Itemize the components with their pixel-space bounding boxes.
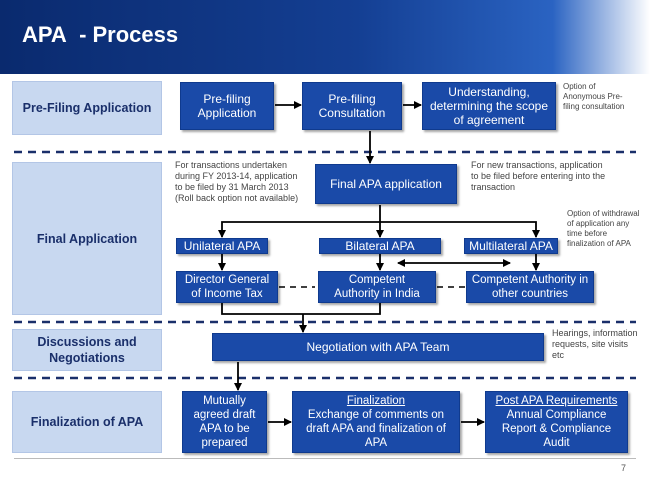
box-director-general: Director General of Income Tax — [176, 271, 278, 303]
box-multilateral-apa-label: Multilateral APA — [469, 239, 553, 253]
box-competent-authority-other-label: Competent Authority in other countries — [471, 274, 589, 300]
slide-header — [0, 0, 650, 74]
stage-discussions-label: Discussions and Negotiations — [37, 335, 137, 365]
box-post-apa-body: Annual Compliance Report & Compliance Au… — [501, 409, 612, 449]
box-understanding: Understanding, determining the scope of … — [422, 82, 556, 130]
box-finalization-title: Finalization — [346, 395, 406, 407]
box-competent-authority-other: Competent Authority in other countries — [466, 271, 594, 303]
note-withdrawal: Option of withdrawal of application any … — [567, 209, 640, 248]
stage-finalization: Finalization of APA — [12, 391, 162, 453]
box-understanding-label: Understanding, determining the scope of … — [429, 85, 549, 127]
note-new-transactions: For new transactions, application to be … — [471, 160, 606, 192]
title-sub: - Process — [79, 22, 179, 47]
box-competent-authority-india: Competent Authority in India — [318, 271, 436, 303]
box-prefiling-application: Pre-filing Application — [180, 82, 274, 130]
box-director-general-label: Director General of Income Tax — [184, 274, 270, 300]
box-finalization: Finalization Exchange of comments on dra… — [292, 391, 460, 453]
box-unilateral-apa-label: Unilateral APA — [183, 239, 261, 253]
stage-prefiling-label: Pre-Filing Application — [22, 101, 152, 115]
box-mutually-agreed: Mutually agreed draft APA to be prepared — [182, 391, 267, 453]
box-prefiling-consultation-label: Pre-filing Consultation — [318, 92, 386, 120]
box-prefiling-consultation: Pre-filing Consultation — [302, 82, 402, 130]
box-post-apa-title: Post APA Requirements — [495, 395, 618, 407]
box-prefiling-application-label: Pre-filing Application — [197, 92, 257, 120]
box-competent-authority-india-label: Competent Authority in India — [334, 274, 420, 300]
slide-title: APA - Process — [22, 22, 178, 48]
footer-line — [14, 458, 636, 459]
stage-discussions: Discussions and Negotiations — [12, 329, 162, 371]
stage-finalization-label: Finalization of APA — [30, 415, 144, 429]
box-final-apa-application: Final APA application — [315, 164, 457, 204]
box-bilateral-apa: Bilateral APA — [319, 238, 441, 254]
page-number: 7 — [621, 463, 627, 473]
stage-final: Final Application — [12, 162, 162, 315]
note-rollback: For transactions undertaken during FY 20… — [175, 160, 299, 203]
stage-separators — [14, 150, 636, 380]
box-negotiation-label: Negotiation with APA Team — [306, 340, 450, 354]
box-unilateral-apa: Unilateral APA — [176, 238, 268, 254]
box-bilateral-apa-label: Bilateral APA — [345, 239, 415, 253]
box-mutually-agreed-label: Mutually agreed draft APA to be prepared — [193, 395, 256, 449]
note-anonymous: Option of Anonymous Pre-filing consultat… — [563, 82, 625, 111]
stage-final-label: Final Application — [36, 231, 138, 246]
box-post-apa: Post APA Requirements Annual Compliance … — [485, 391, 628, 453]
box-negotiation: Negotiation with APA Team — [212, 333, 544, 361]
box-final-apa-application-label: Final APA application — [330, 177, 442, 191]
stage-prefiling: Pre-Filing Application — [12, 81, 162, 135]
title-main: APA — [22, 22, 67, 47]
note-hearings: Hearings, information requests, site vis… — [552, 328, 638, 360]
box-multilateral-apa: Multilateral APA — [464, 238, 558, 254]
box-finalization-body: Exchange of comments on draft APA and fi… — [306, 409, 446, 449]
